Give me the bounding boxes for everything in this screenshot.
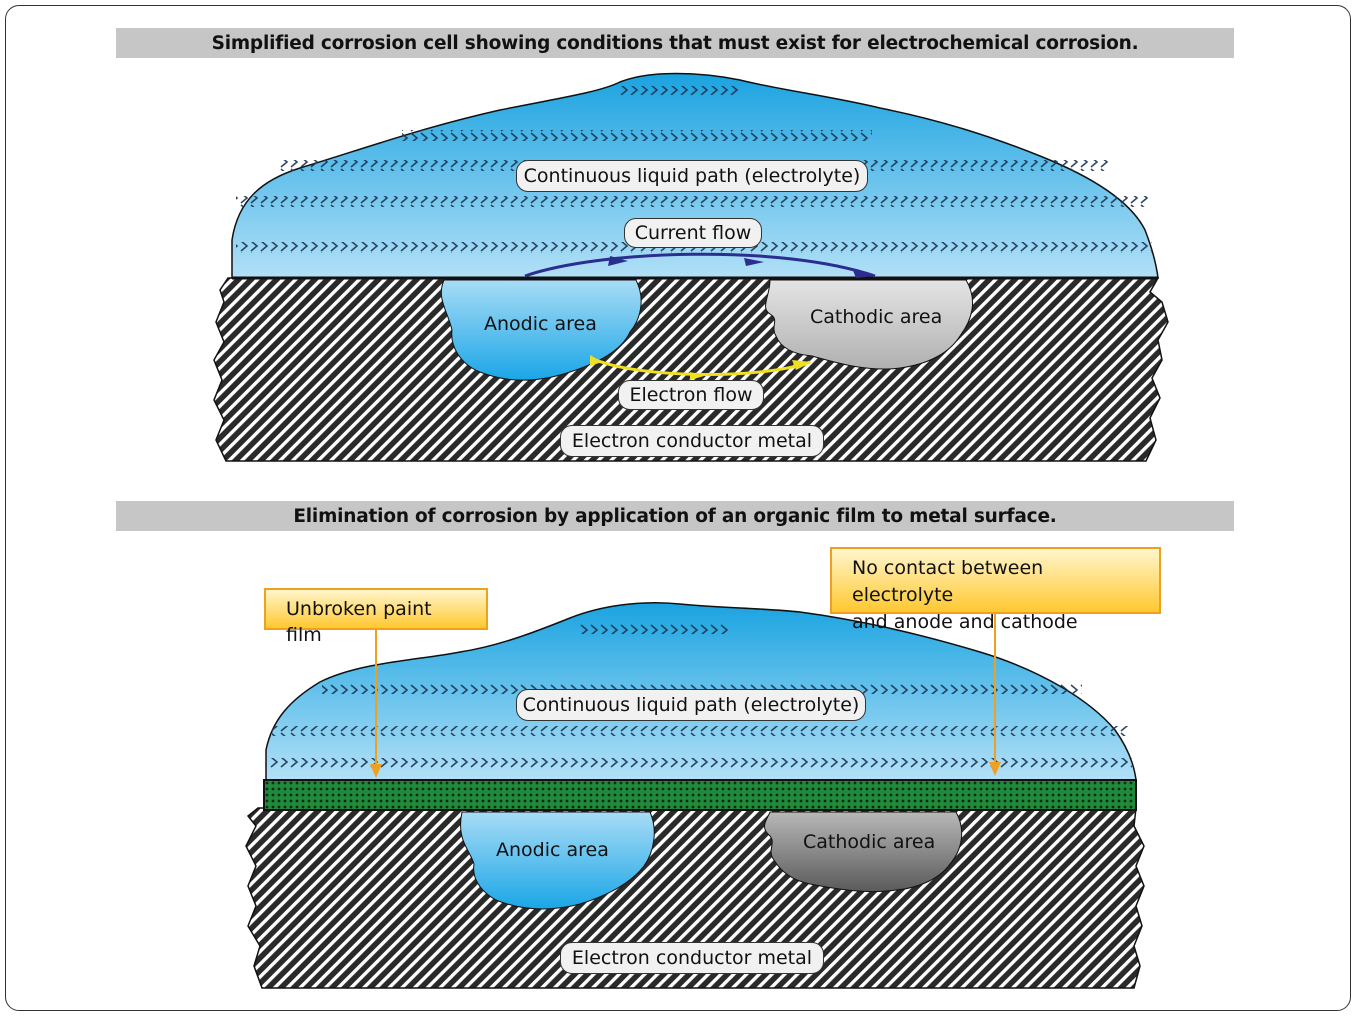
top-anodic-area — [440, 279, 642, 381]
bottom-banner-title: Elimination of corrosion by application … — [116, 501, 1234, 531]
no-contact-callout: No contact between electrolyte and anode… — [830, 547, 1161, 633]
top-anodic-label: Anodic area — [484, 313, 597, 335]
bottom-cathodic-area — [764, 811, 963, 893]
top-metal-label: Electron conductor metal — [560, 425, 824, 457]
electron-flow-label: Electron flow — [618, 380, 764, 410]
bottom-electrolyte-label: Continuous liquid path (electrolyte) — [516, 689, 866, 721]
top-cathodic-label: Cathodic area — [810, 306, 943, 328]
no-contact-callout-line2: and anode and cathode — [852, 611, 1078, 633]
figure-frame — [5, 5, 1351, 1011]
no-contact-callout-line1: No contact between electrolyte — [852, 557, 1044, 606]
paint-film-callout: Unbroken paint film — [264, 588, 488, 646]
bottom-anodic-area — [460, 811, 655, 910]
bottom-anodic-label: Anodic area — [496, 839, 609, 861]
paint-film — [263, 779, 1137, 811]
top-cathodic-area — [765, 279, 973, 370]
bottom-cathodic-label: Cathodic area — [803, 831, 936, 853]
bottom-metal-label: Electron conductor metal — [560, 942, 824, 974]
top-electrolyte-label: Continuous liquid path (electrolyte) — [516, 160, 868, 192]
current-flow-arrow — [524, 252, 876, 278]
top-banner-title: Simplified corrosion cell showing condit… — [116, 28, 1234, 58]
electron-flow-arrow — [595, 358, 811, 377]
current-flow-label: Current flow — [624, 218, 762, 248]
bottom-cell — [245, 602, 1145, 989]
